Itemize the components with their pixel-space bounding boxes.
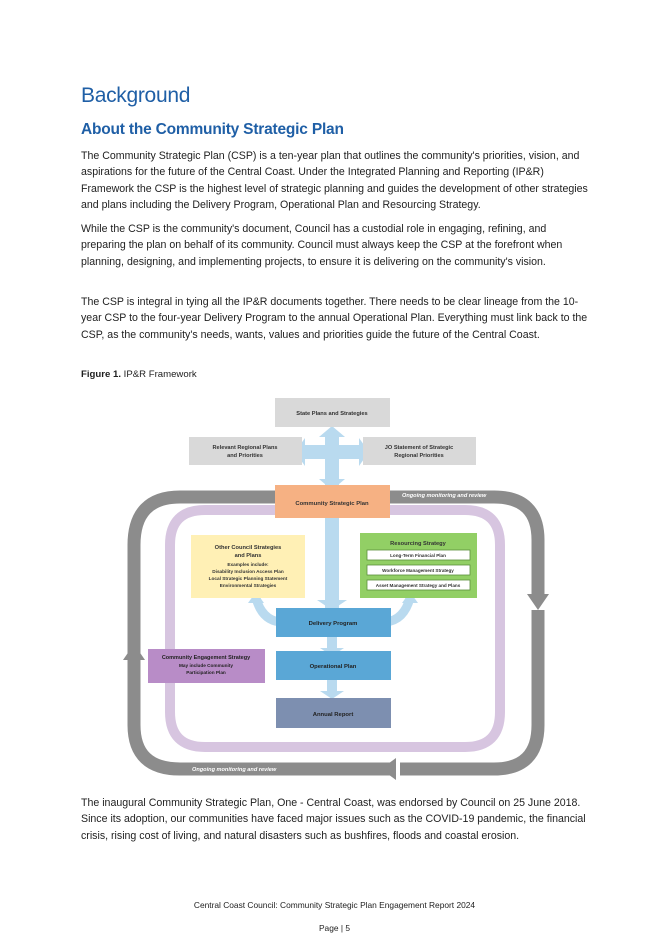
paragraph-lineage: The CSP is integral in tying all the IP&… bbox=[81, 296, 588, 341]
monitor-label-top: Ongoing monitoring and review bbox=[402, 493, 487, 499]
figure-label: Figure 1. bbox=[81, 369, 121, 380]
box-community-strategic-plan bbox=[275, 485, 390, 518]
paragraph-csp-intro: The Community Strategic Plan (CSP) is a … bbox=[81, 150, 588, 212]
paragraph-inaugural-csp: The inaugural Community Strategic Plan, … bbox=[81, 797, 586, 842]
outer-loop-bottom bbox=[127, 660, 396, 776]
spine-arrows bbox=[317, 513, 347, 699]
box-other-label-3: Examples include: bbox=[227, 562, 269, 567]
footer-page-number: Page | 5 bbox=[318, 923, 351, 933]
box-ams-label: Asset Management Strategy and Plans bbox=[376, 583, 461, 588]
box-other-label-5: Local Strategic Planning Statement bbox=[209, 576, 288, 581]
box-ams bbox=[366, 579, 471, 591]
monitor-label-bottom: Ongoing monitoring and review bbox=[192, 767, 277, 773]
outer-loop-left-arrowhead bbox=[123, 644, 145, 660]
inner-loop bbox=[165, 505, 505, 752]
box-jo-statement bbox=[363, 437, 476, 465]
page-heading: Background bbox=[81, 84, 191, 107]
box-regional-plans bbox=[189, 437, 302, 465]
box-delivery-program-label: Delivery Program bbox=[309, 621, 358, 627]
box-wms-label: Workforce Management Strategy bbox=[382, 568, 454, 573]
outer-loop-left bbox=[127, 490, 388, 655]
box-operational-plan-label: Operational Plan bbox=[310, 664, 357, 670]
box-other-label-1: Other Council Strategies bbox=[215, 545, 282, 551]
box-community-engagement bbox=[148, 649, 265, 683]
box-regional-plans-label-1: Relevant Regional Plans bbox=[213, 445, 278, 451]
outer-loop-right-arrowhead bbox=[527, 594, 549, 610]
box-engagement-label-3: Participation Plan bbox=[186, 670, 226, 675]
paragraph-custodial-role: While the CSP is the community's documen… bbox=[81, 223, 563, 268]
box-annual-report bbox=[276, 698, 391, 728]
box-other-label-4: Disability Inclusion Access Plan bbox=[212, 569, 284, 574]
box-ltfp-label: Long-Term Financial Plan bbox=[390, 553, 446, 558]
outer-loop-top-right bbox=[388, 490, 545, 594]
outer-loop-right-lower bbox=[400, 610, 545, 776]
box-other-label-2: and Plans bbox=[235, 553, 262, 559]
box-operational-plan bbox=[276, 651, 391, 680]
box-community-strategic-plan-label: Community Strategic Plan bbox=[295, 501, 369, 507]
box-annual-report-label: Annual Report bbox=[313, 712, 354, 718]
box-ltfp bbox=[366, 549, 471, 561]
footer-report-title: Central Coast Council: Community Strateg… bbox=[193, 900, 476, 910]
figure-caption: Figure 1. IP&R Framework bbox=[81, 369, 197, 380]
box-resourcing-strategy-label: Resourcing Strategy bbox=[390, 541, 446, 547]
box-engagement-label-1: Community Engagement Strategy bbox=[162, 655, 251, 661]
box-engagement-label-2: May include Community bbox=[179, 663, 233, 668]
box-state-plans-label: State Plans and Strategies bbox=[296, 411, 367, 417]
outer-loop-bottom-arrowhead bbox=[381, 758, 396, 780]
figure-caption-text: IP&R Framework bbox=[123, 369, 197, 380]
box-jo-statement-label-2: Regional Priorities bbox=[394, 453, 443, 459]
box-jo-statement-label-1: JO Statement of Strategic bbox=[385, 445, 453, 451]
box-other-council-strategies bbox=[191, 535, 305, 598]
box-wms bbox=[366, 564, 471, 576]
section-heading: About the Community Strategic Plan bbox=[81, 121, 344, 138]
box-other-label-6: Environmental Strategies bbox=[220, 583, 277, 588]
box-delivery-program bbox=[276, 608, 391, 637]
box-state-plans bbox=[275, 398, 390, 427]
box-regional-plans-label-2: and Priorities bbox=[227, 453, 263, 459]
cross-arrow bbox=[295, 426, 369, 490]
